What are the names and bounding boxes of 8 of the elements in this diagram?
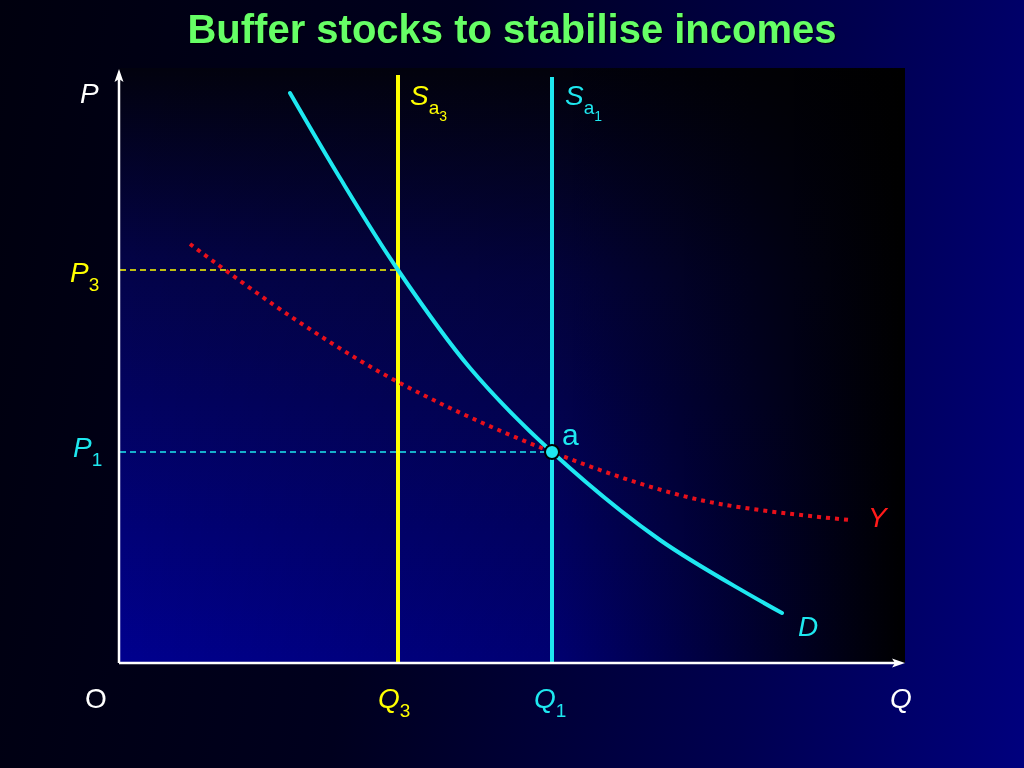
tick-label: P$_{1}$ xyxy=(73,434,103,469)
axis-label: Q xyxy=(890,685,912,713)
slide-title: Buffer stocks to stabilise incomes xyxy=(187,9,837,49)
origin-label: O xyxy=(85,685,107,713)
axis-label: P xyxy=(80,80,99,108)
tick-label: P$_{3}$ xyxy=(70,259,100,294)
tick-label: Q$_{1}$ xyxy=(534,685,567,720)
tick-label: Q$_{3}$ xyxy=(378,685,411,720)
